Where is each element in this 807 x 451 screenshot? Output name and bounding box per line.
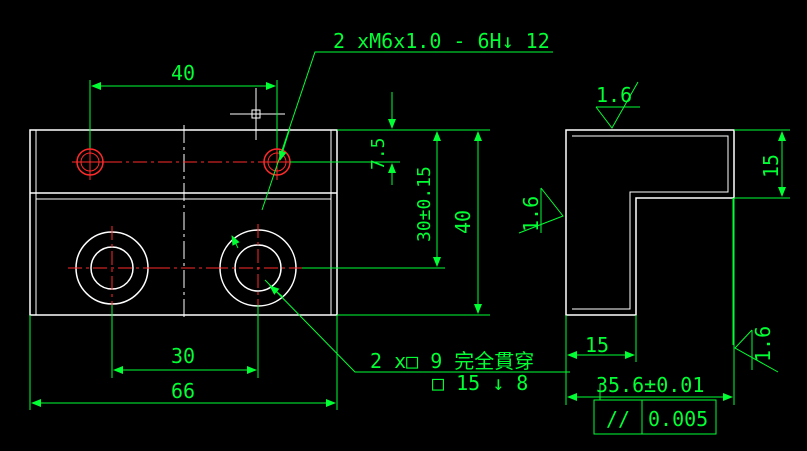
parallel-tolerance: 0.005: [648, 407, 708, 431]
side-view-dimensions: [518, 81, 790, 435]
roughness-right: 1.6: [751, 326, 775, 362]
dim-66: 66: [171, 379, 195, 403]
counterbore-hole-right: [214, 224, 302, 312]
side-view-inner-line: [572, 135, 729, 310]
dim-30-tolerance: 30±0.15: [414, 166, 435, 242]
parallel-symbol: //: [606, 407, 630, 431]
front-view-dimensions: [29, 51, 570, 410]
side-view-outline: [565, 129, 735, 316]
dim-15-bottom: 15: [585, 333, 609, 357]
dim-7-5: 7.5: [368, 137, 389, 170]
cad-cursor-crosshair: [230, 88, 285, 140]
dim-35-6: 35.6±0.01: [596, 373, 704, 397]
thread-note: 2 xM6x1.0 - 6H↓ 12: [333, 29, 550, 53]
hole-note-line2: □ 15 ↓ 8: [432, 371, 528, 395]
dim-30-bottom: 30: [171, 344, 195, 368]
dim-15-right: 15: [759, 154, 783, 178]
counterbore-hole-left: [68, 226, 156, 310]
roughness-left: 1.6: [519, 196, 543, 232]
front-view: [29, 88, 338, 320]
dim-40-top: 40: [171, 61, 195, 85]
tapped-hole-left: [72, 144, 108, 180]
side-view: [565, 129, 735, 316]
hole-note-line1: 2 x□ 9 完全貫穿: [370, 349, 534, 373]
roughness-top: 1.6: [596, 83, 632, 107]
dim-40-right: 40: [451, 210, 475, 234]
tapped-hole-right: [259, 144, 295, 180]
